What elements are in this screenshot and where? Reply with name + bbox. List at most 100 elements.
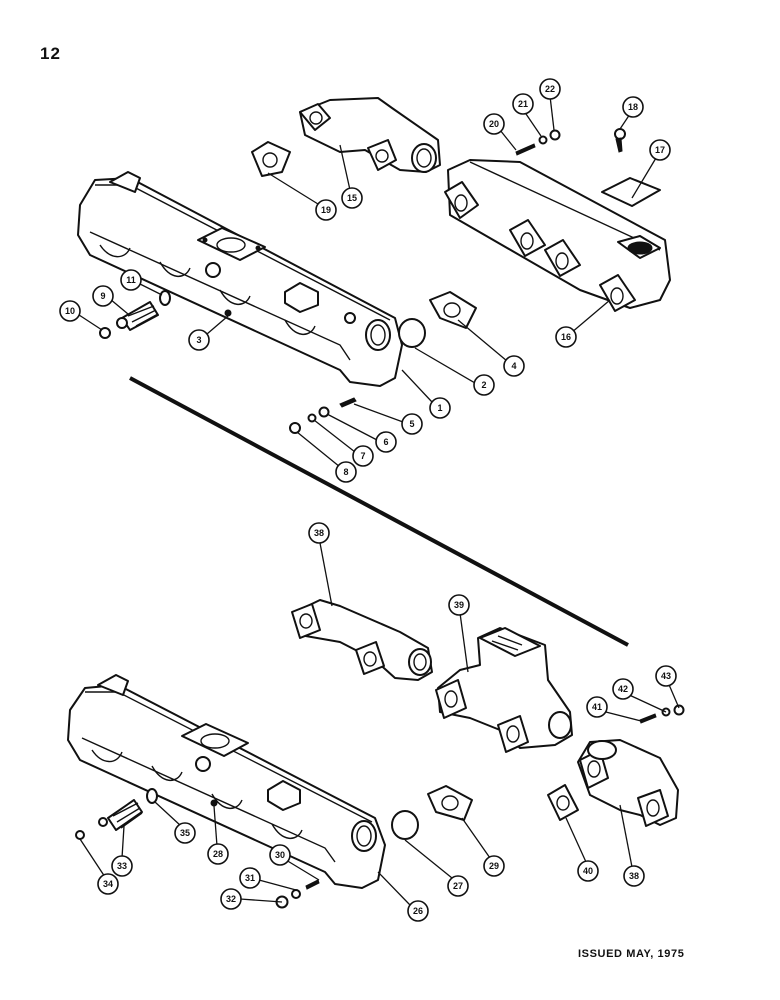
- cover-plate-17: [601, 177, 661, 207]
- callout-29: 29: [483, 855, 505, 877]
- callout-27: 27: [447, 875, 469, 897]
- callout-41: 41: [586, 696, 608, 718]
- washer-6: [318, 406, 330, 418]
- plug-28: [210, 799, 218, 807]
- svg-text:26: 26: [413, 906, 423, 916]
- callout-7: 7: [352, 445, 374, 467]
- exhaust-elbow-15: [299, 97, 441, 173]
- callout-31: 31: [239, 867, 261, 889]
- exhaust-manifold-bottom: [67, 674, 386, 889]
- plug-3: [224, 309, 232, 317]
- callout-20: 20: [483, 113, 505, 135]
- svg-text:32: 32: [226, 894, 236, 904]
- callout-28: 28: [207, 843, 229, 865]
- seal-ring-27: [391, 810, 419, 840]
- svg-text:21: 21: [518, 99, 528, 109]
- callout-17: 17: [649, 139, 671, 161]
- exhaust-elbow-38b: [577, 739, 679, 827]
- callout-38-upper: 38: [308, 522, 330, 544]
- svg-text:10: 10: [65, 306, 75, 316]
- stud-30: [305, 879, 320, 890]
- callout-16: 16: [555, 326, 577, 348]
- svg-text:42: 42: [618, 684, 628, 694]
- svg-text:18: 18: [628, 102, 638, 112]
- callout-1: 1: [429, 397, 451, 419]
- svg-text:2: 2: [481, 380, 486, 390]
- callout-35: 35: [174, 822, 196, 844]
- svg-text:29: 29: [489, 861, 499, 871]
- stud-washer-nut-41-43: [639, 704, 685, 724]
- svg-text:41: 41: [592, 702, 602, 712]
- callout-34: 34: [97, 873, 119, 895]
- exhaust-y-manifold-39: [435, 627, 573, 753]
- stud-washer-nut-20-22: [515, 129, 561, 156]
- heater-element-33: [98, 799, 143, 831]
- svg-text:38: 38: [629, 871, 639, 881]
- bolt-18: [614, 128, 626, 153]
- callout-26: 26: [407, 900, 429, 922]
- nut-34: [75, 830, 85, 840]
- svg-text:20: 20: [489, 119, 499, 129]
- svg-text:15: 15: [347, 193, 357, 203]
- callout-40: 40: [577, 860, 599, 882]
- stud-5: [339, 397, 357, 408]
- callout-38-lower: 38: [623, 865, 645, 887]
- washer-11: [159, 290, 171, 306]
- svg-text:43: 43: [661, 671, 671, 681]
- svg-text:7: 7: [360, 451, 365, 461]
- nut-10: [99, 327, 111, 339]
- callout-32: 32: [220, 888, 242, 910]
- washer-35: [146, 788, 158, 804]
- svg-text:39: 39: [454, 600, 464, 610]
- svg-text:11: 11: [126, 275, 136, 285]
- svg-text:30: 30: [275, 850, 285, 860]
- gasket-4: [429, 291, 477, 329]
- callout-8: 8: [335, 461, 357, 483]
- gasket-19: [251, 141, 291, 177]
- svg-text:40: 40: [583, 866, 593, 876]
- svg-text:1: 1: [437, 403, 442, 413]
- svg-text:38: 38: [314, 528, 324, 538]
- svg-text:34: 34: [103, 879, 113, 889]
- svg-text:16: 16: [561, 332, 571, 342]
- svg-text:3: 3: [196, 335, 201, 345]
- svg-text:4: 4: [511, 361, 516, 371]
- gasket-29: [427, 785, 473, 821]
- svg-text:22: 22: [545, 84, 555, 94]
- svg-text:6: 6: [383, 437, 388, 447]
- callout-18: 18: [622, 96, 644, 118]
- svg-text:19: 19: [321, 205, 331, 215]
- callout-15: 15: [341, 187, 363, 209]
- lock-washer-7: [307, 413, 317, 423]
- callout-4: 4: [503, 355, 525, 377]
- callout-5: 5: [401, 413, 423, 435]
- issued-date: ISSUED MAY, 1975: [578, 948, 685, 960]
- callout-9: 9: [92, 285, 114, 307]
- svg-text:28: 28: [213, 849, 223, 859]
- svg-text:17: 17: [655, 145, 665, 155]
- svg-text:5: 5: [409, 419, 414, 429]
- callout-10: 10: [59, 300, 81, 322]
- svg-text:31: 31: [245, 873, 255, 883]
- washer-31: [291, 889, 301, 899]
- seal-ring-2: [398, 318, 426, 348]
- page-number: 12: [40, 44, 61, 63]
- svg-text:8: 8: [343, 467, 348, 477]
- svg-text:27: 27: [453, 881, 463, 891]
- exhaust-manifold-top: [77, 171, 403, 387]
- heater-element-9: [116, 301, 159, 331]
- callout-42: 42: [612, 678, 634, 700]
- callout-30: 30: [269, 844, 291, 866]
- callout-43: 43: [655, 665, 677, 687]
- exhaust-elbow-38a: [291, 599, 433, 681]
- callout-19: 19: [315, 199, 337, 221]
- exhaust-manifold-16: [444, 159, 671, 312]
- divider-line: [129, 376, 629, 647]
- callout-2: 2: [473, 374, 495, 396]
- nut-8: [289, 422, 301, 434]
- callout-39: 39: [448, 594, 470, 616]
- callout-33: 33: [111, 855, 133, 877]
- svg-text:33: 33: [117, 861, 127, 871]
- callout-11: 11: [120, 269, 142, 291]
